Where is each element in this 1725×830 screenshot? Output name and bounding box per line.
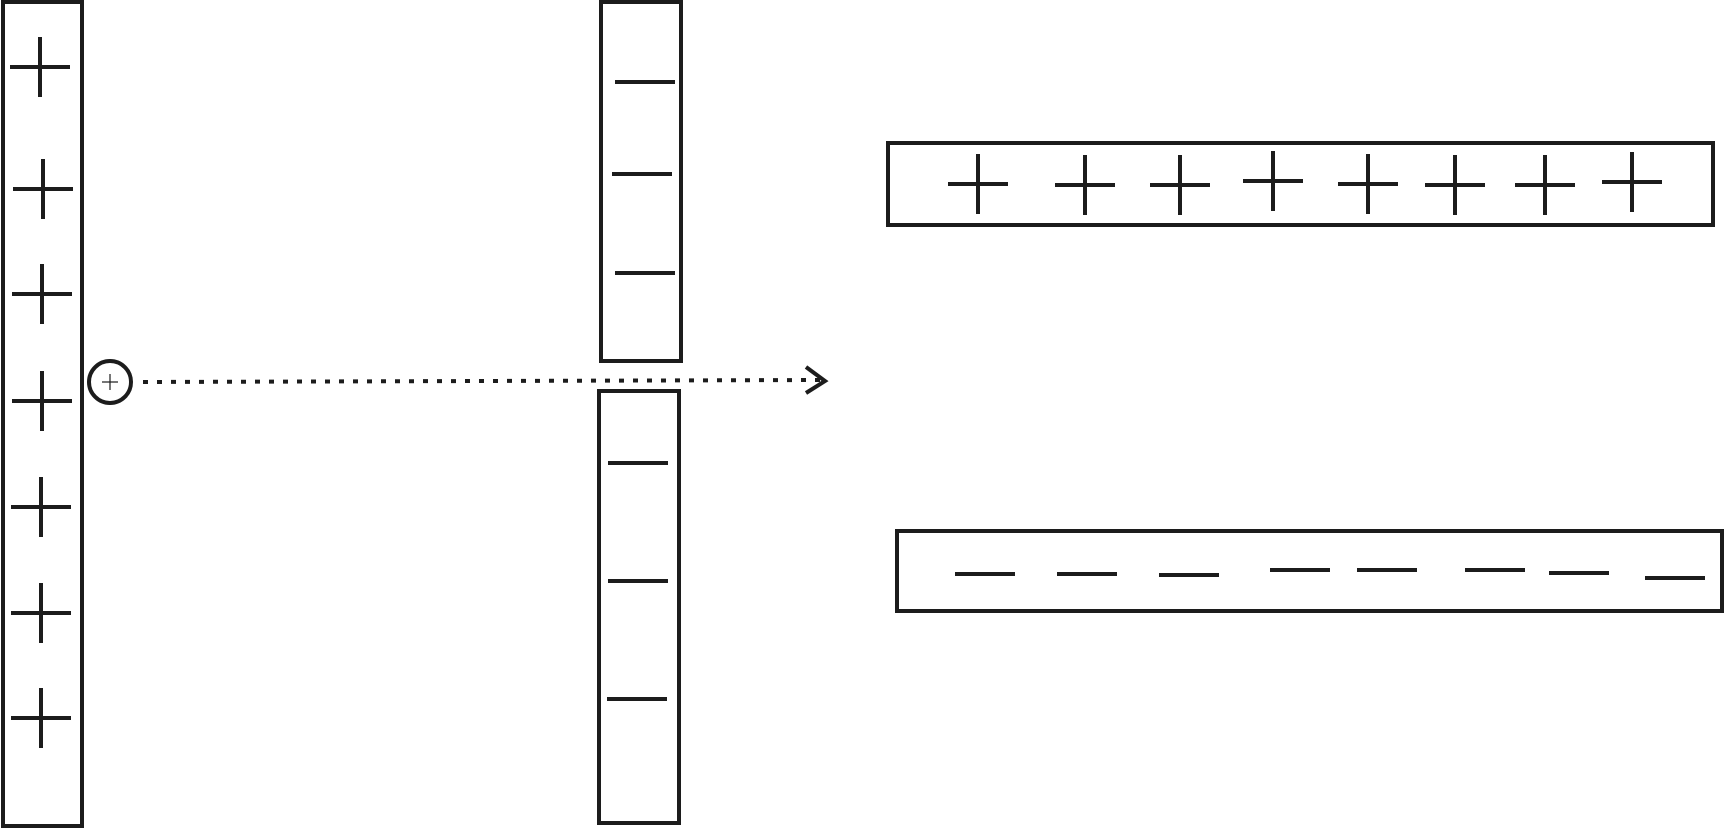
plus-sign-icon	[11, 583, 71, 643]
plus-sign-icon	[948, 154, 1008, 214]
plus-sign-icon	[1425, 155, 1485, 215]
middle-upper-negative-plate	[599, 0, 683, 363]
right-upper-positive-plate	[886, 141, 1715, 227]
right-upper-plate-frame	[886, 141, 1715, 227]
plus-sign-icon	[1602, 152, 1662, 212]
plus-sign-icon	[1150, 155, 1210, 215]
plus-sign-icon	[1515, 155, 1575, 215]
right-lower-negative-plate	[895, 529, 1724, 613]
plus-sign-icon	[12, 371, 72, 431]
probe-charge	[87, 359, 133, 405]
plus-sign-icon	[12, 264, 72, 324]
plus-sign-icon	[11, 477, 71, 537]
plus-sign-icon	[1243, 151, 1303, 211]
left-plate-signs	[10, 37, 73, 748]
plus-sign-icon	[11, 688, 71, 748]
plus-sign-icon	[1055, 155, 1115, 215]
field-direction-arrow	[142, 365, 829, 395]
left-positive-plate	[1, 0, 84, 828]
middle-upper-plate-signs	[612, 80, 675, 275]
right-lower-plate-signs	[955, 568, 1705, 580]
left-plate-frame	[1, 0, 84, 828]
middle-lower-plate-signs	[607, 461, 668, 701]
middle-lower-plate-frame	[597, 389, 681, 825]
plus-sign-icon	[13, 159, 73, 219]
plus-sign-icon	[10, 37, 70, 97]
right-lower-plate-frame	[895, 529, 1724, 613]
arrow-head-icon	[804, 365, 829, 395]
dotted-arrow-shaft	[142, 378, 821, 384]
middle-lower-negative-plate	[597, 389, 681, 825]
middle-upper-plate-frame	[599, 0, 683, 363]
right-upper-plate-signs	[948, 151, 1662, 215]
plus-sign-icon	[1338, 154, 1398, 214]
